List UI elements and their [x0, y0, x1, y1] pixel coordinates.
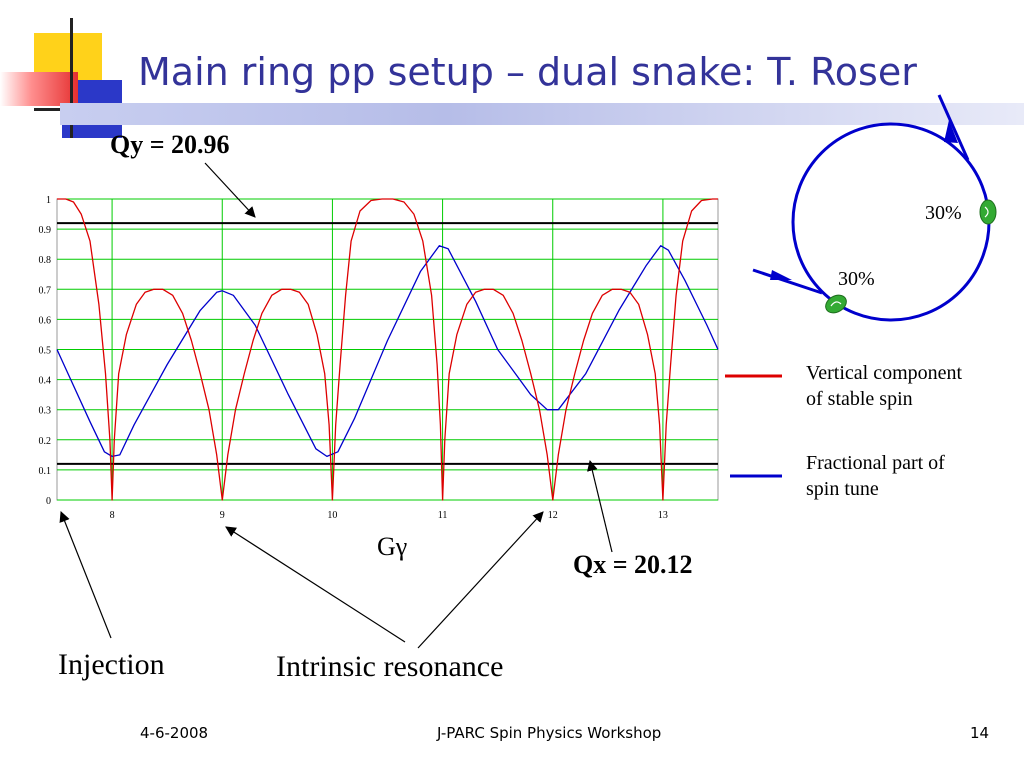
injection-label: Injection	[58, 648, 165, 681]
qy-arrow	[204, 162, 256, 218]
legend-vertical-line2: of stable spin	[806, 388, 913, 410]
injection-arrow	[59, 510, 112, 639]
y-tick-label: 0	[46, 496, 51, 507]
y-tick-label: 0.3	[39, 406, 52, 417]
legend-spin-tune: Fractional part of spin tune	[806, 450, 945, 502]
qx-arrow	[587, 459, 613, 553]
intrinsic-arrow-left	[225, 526, 406, 643]
legend-spintune-line2: spin tune	[806, 478, 879, 500]
y-tick-label: 0.8	[39, 255, 52, 266]
intrinsic-resonance-label: Intrinsic resonance	[276, 650, 504, 683]
x-axis-label: Gγ	[377, 532, 408, 561]
legend-vertical-component: Vertical component of stable spin	[806, 360, 962, 412]
x-tick-label: 9	[220, 510, 225, 521]
y-tick-label: 0.7	[39, 285, 52, 296]
x-tick-label: 8	[110, 510, 115, 521]
title-underline-bar	[60, 103, 1024, 125]
y-tick-label: 0.1	[39, 466, 52, 477]
snake-label-1: 30%	[925, 202, 962, 224]
footer-date: 4-6-2008	[140, 724, 209, 742]
y-tick-label: 0.4	[39, 376, 52, 387]
intrinsic-arrow-right	[417, 511, 544, 649]
y-tick-label: 1	[46, 195, 51, 206]
series-spin-tune-line	[56, 245, 719, 458]
x-tick-label: 11	[438, 510, 448, 521]
x-tick-label: 12	[548, 510, 558, 521]
ring-injection-arrowhead	[770, 270, 792, 280]
qx-label: Qx = 20.12	[573, 550, 693, 579]
y-tick-label: 0.6	[39, 315, 52, 326]
snake-icon-2	[825, 294, 847, 314]
snake-label-2: 30%	[838, 268, 875, 290]
y-tick-label: 0.9	[39, 225, 52, 236]
qy-label: Qy = 20.96	[110, 130, 230, 159]
legend-vertical-line1: Vertical component	[806, 362, 963, 384]
slide-title: Main ring pp setup – dual snake: T. Rose…	[138, 50, 917, 94]
page-number: 14	[970, 724, 990, 742]
y-tick-label: 0.5	[39, 346, 52, 357]
footer-center: J-PARC Spin Physics Workshop	[437, 724, 662, 742]
y-tick-label: 0.2	[39, 436, 52, 447]
x-tick-label: 10	[327, 510, 337, 521]
series-vertical-component-line	[57, 198, 718, 501]
ring-extraction-line	[937, 94, 970, 161]
legend-spintune-line1: Fractional part of	[806, 452, 945, 474]
ring-extraction-arrowhead	[944, 120, 958, 143]
ring-injection-line	[752, 268, 823, 295]
x-tick-label: 13	[658, 510, 668, 521]
